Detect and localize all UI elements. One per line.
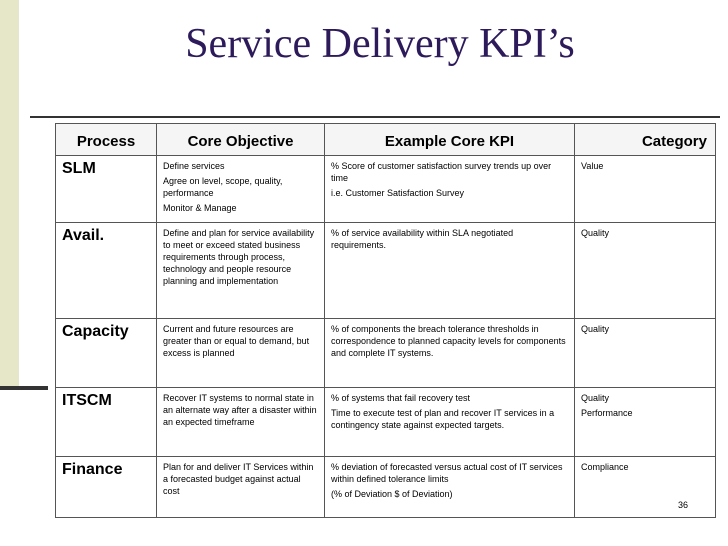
category-line: Value (581, 161, 604, 171)
process-cell: SLM (55, 155, 157, 223)
objective-line: Define services (163, 161, 225, 171)
kpi-cell: % of components the breach tolerance thr… (324, 318, 575, 388)
header-core-objective: Core Objective (156, 123, 325, 156)
table-row: Capacity Current and future resources ar… (55, 318, 716, 388)
side-accent-bar (0, 0, 19, 386)
page-number: 36 (677, 500, 688, 510)
category-cell: Quality (574, 222, 716, 319)
category-line: Quality (581, 324, 610, 334)
table-row: Finance Plan for and deliver IT Services… (55, 456, 716, 518)
slide-title: Service Delivery KPI’s (185, 21, 575, 67)
objective-cell: Plan for and deliver IT Services within … (156, 456, 325, 518)
category-line: Compliance (581, 462, 629, 472)
objective-cell: Define and plan for service availability… (156, 222, 325, 319)
kpi-cell: % Score of customer satisfaction survey … (324, 155, 575, 223)
side-accent-rule (0, 386, 48, 390)
objective-line: Monitor & Manage (163, 203, 237, 213)
objective-line: Current and future resources are greater… (163, 324, 310, 358)
category-line: Performance (581, 408, 633, 418)
kpi-cell: % of service availability within SLA neg… (324, 222, 575, 319)
process-cell: Finance (55, 456, 157, 518)
kpi-line: % of systems that fail recovery test (331, 393, 471, 403)
header-process: Process (55, 123, 157, 156)
kpi-table: Process Core Objective Example Core KPI … (55, 123, 716, 518)
kpi-line: % Score of customer satisfaction survey … (331, 161, 552, 183)
kpi-cell: % of systems that fail recovery test Tim… (324, 387, 575, 457)
table-row: SLM Define services Agree on level, scop… (55, 155, 716, 223)
category-cell: Value (574, 155, 716, 223)
objective-cell: Define services Agree on level, scope, q… (156, 155, 325, 223)
title-divider (30, 116, 720, 118)
kpi-line: (% of Deviation $ of Deviation) (331, 489, 453, 499)
objective-cell: Recover IT systems to normal state in an… (156, 387, 325, 457)
kpi-line: % of service availability within SLA neg… (331, 228, 514, 250)
table-header-row: Process Core Objective Example Core KPI … (55, 123, 716, 156)
kpi-line: % deviation of forecasted versus actual … (331, 462, 563, 484)
process-cell: ITSCM (55, 387, 157, 457)
objective-line: Define and plan for service availability… (163, 228, 315, 286)
kpi-line: i.e. Customer Satisfaction Survey (331, 188, 465, 198)
kpi-line: % of components the breach tolerance thr… (331, 324, 566, 358)
category-cell: Quality (574, 318, 716, 388)
table-row: Avail. Define and plan for service avail… (55, 222, 716, 319)
category-cell: Compliance (574, 456, 716, 518)
objective-line: Recover IT systems to normal state in an… (163, 393, 317, 427)
header-category: Category (574, 123, 716, 156)
category-line: Quality (581, 228, 610, 238)
process-cell: Avail. (55, 222, 157, 319)
header-example-core-kpi: Example Core KPI (324, 123, 575, 156)
objective-line: Plan for and deliver IT Services within … (163, 462, 314, 496)
objective-cell: Current and future resources are greater… (156, 318, 325, 388)
kpi-line: Time to execute test of plan and recover… (331, 408, 555, 430)
category-line: Quality (581, 393, 610, 403)
process-cell: Capacity (55, 318, 157, 388)
category-cell: Quality Performance (574, 387, 716, 457)
table-row: ITSCM Recover IT systems to normal state… (55, 387, 716, 457)
objective-line: Agree on level, scope, quality, performa… (163, 176, 283, 198)
kpi-cell: % deviation of forecasted versus actual … (324, 456, 575, 518)
